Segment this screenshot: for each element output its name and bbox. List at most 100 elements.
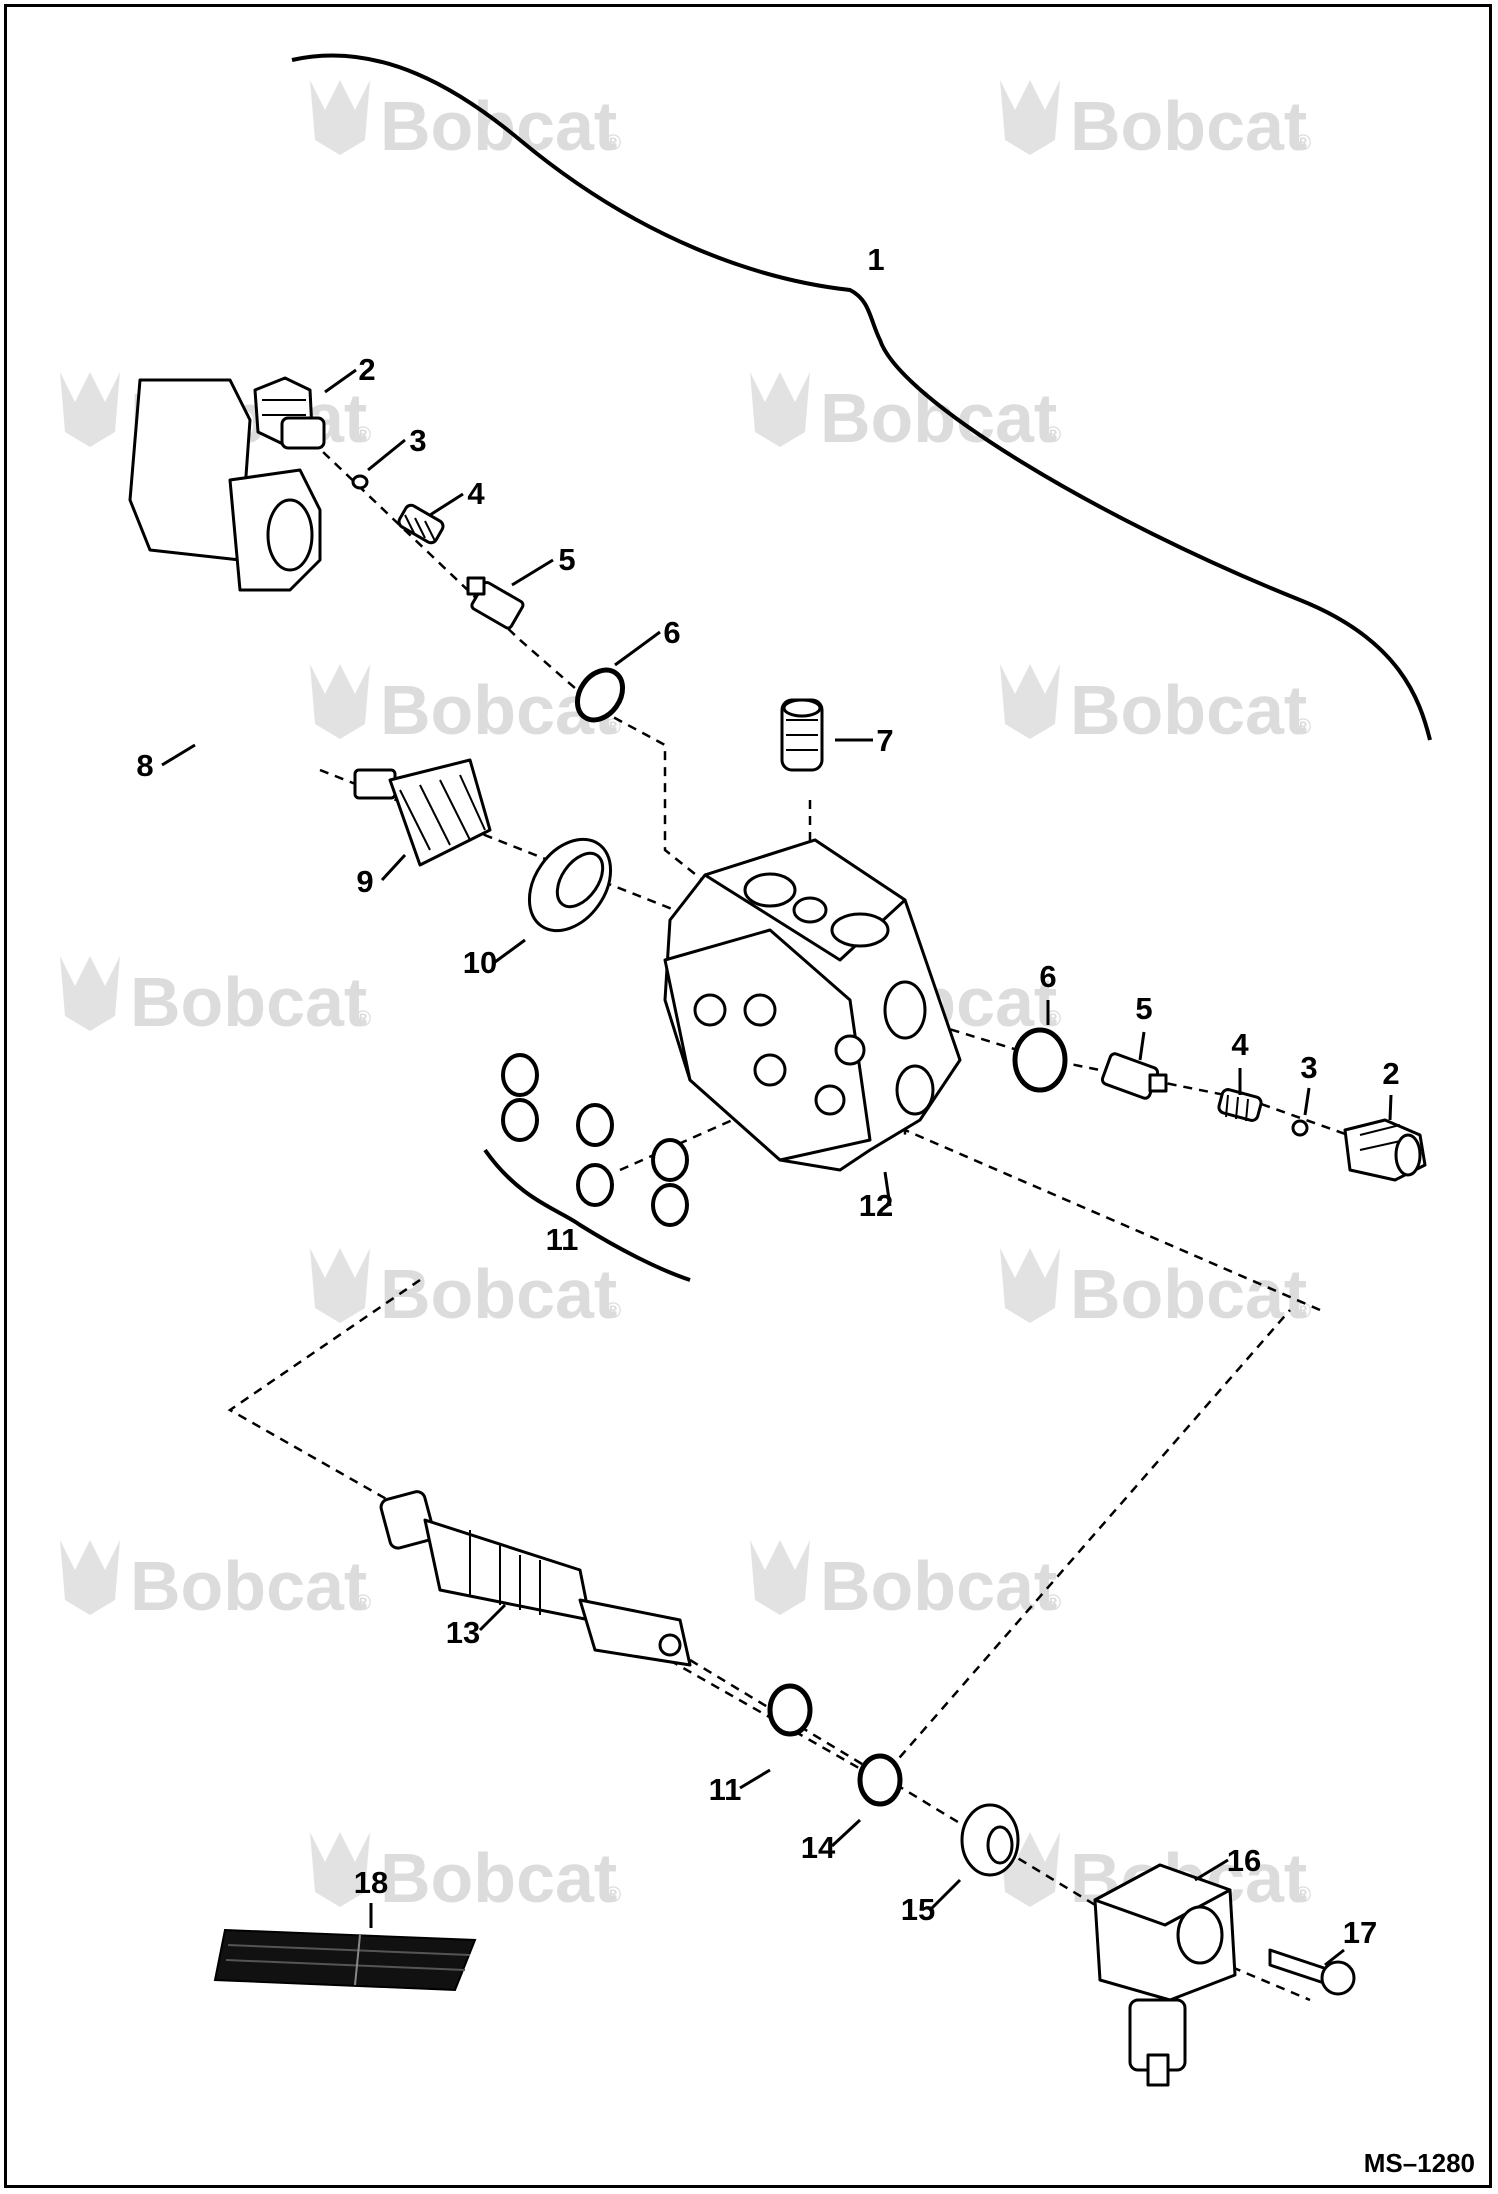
- callout-6: 6: [663, 615, 680, 650]
- callout-9: 9: [356, 864, 373, 899]
- callout-leader-line: [930, 1878, 962, 1910]
- callout-leader-line: [429, 492, 464, 517]
- watermark-tile: Bobcat®: [310, 80, 621, 165]
- drawing-number: MS–1280: [1364, 2148, 1475, 2178]
- callout-leader-line: [380, 853, 407, 882]
- part-washer: [960, 1803, 1020, 1877]
- callout-leader-line: [494, 938, 526, 964]
- part-plug-right: [1343, 1118, 1427, 1182]
- callout-leader-line: [830, 1818, 862, 1848]
- part-check-valve-right: [1100, 1052, 1168, 1100]
- svg-text:Bobcat: Bobcat: [130, 1547, 367, 1625]
- svg-text:®: ®: [605, 1298, 621, 1323]
- callout-leader-line: [478, 1603, 507, 1632]
- callout-leader-line: [883, 1171, 892, 1207]
- watermark-tile: Bobcat®: [750, 372, 1061, 457]
- part-decal: [213, 1928, 477, 1992]
- callout-leader-line: [1138, 1031, 1146, 1061]
- part-spring-assembly: [353, 758, 492, 867]
- part-seal-spool: [857, 1753, 903, 1807]
- svg-text:®: ®: [1045, 422, 1061, 447]
- part-plug-left: [253, 376, 326, 450]
- part-spring-left: [397, 503, 445, 545]
- watermark-tile: Bobcat®: [1000, 80, 1311, 165]
- callout-4: 4: [467, 476, 485, 511]
- part-spool: [379, 1490, 692, 1667]
- callout-leader-line: [324, 368, 357, 394]
- part-relief-valve: [780, 698, 824, 772]
- callout-1: 1: [867, 242, 884, 277]
- svg-text:Bobcat: Bobcat: [820, 379, 1057, 457]
- watermark-tile: Bobcat®: [310, 1832, 621, 1917]
- callout-leader-line: [367, 438, 406, 472]
- callout-5: 5: [558, 542, 575, 577]
- callout-leader-line: [511, 558, 554, 587]
- part-check-valve-left: [466, 576, 525, 630]
- alignment-lines: [227, 429, 1391, 2002]
- callout-leader-line: [1388, 1094, 1393, 1121]
- callout-13: 13: [446, 1615, 480, 1650]
- part-oring-left: [574, 667, 626, 723]
- callout-3b: 3: [1300, 1050, 1317, 1085]
- callout-7: 7: [876, 723, 893, 758]
- callout-4b: 4: [1231, 1027, 1249, 1062]
- callout-3: 3: [409, 423, 426, 458]
- svg-text:®: ®: [605, 1882, 621, 1907]
- svg-text:Bobcat: Bobcat: [380, 87, 617, 165]
- svg-text:®: ®: [1295, 714, 1311, 739]
- part-oring-small-left: [351, 474, 369, 490]
- svg-text:Bobcat: Bobcat: [380, 1839, 617, 1917]
- watermark-tile: Bobcat®: [1000, 664, 1311, 749]
- watermark-tile: Bobcat®: [750, 1540, 1061, 1625]
- part-bolt: [1268, 1948, 1356, 1996]
- part-oring-right: [1012, 1027, 1068, 1093]
- svg-text:®: ®: [355, 1006, 371, 1031]
- svg-text:®: ®: [1045, 1590, 1061, 1615]
- part-seal-washer: [527, 837, 613, 933]
- watermark-tile: Bobcat®: [310, 1248, 621, 1333]
- svg-text:®: ®: [355, 1590, 371, 1615]
- watermark-tile: Bobcat®: [60, 1540, 371, 1625]
- callout-2b: 2: [1382, 1056, 1399, 1091]
- svg-text:Bobcat: Bobcat: [1070, 671, 1307, 749]
- part-end-cap: [1093, 1863, 1237, 2087]
- watermark-tile: Bobcat®: [1000, 1248, 1311, 1333]
- svg-text:Bobcat: Bobcat: [820, 1547, 1057, 1625]
- callout-leader-line: [739, 1768, 771, 1790]
- part-spool-cap: [128, 378, 322, 592]
- callout-leader-line: [1303, 1087, 1311, 1116]
- callout-leader-line: [614, 630, 661, 667]
- callout-leaders: [161, 368, 1393, 1967]
- callout-6b: 6: [1039, 959, 1056, 994]
- watermark-tile: Bobcat®: [60, 956, 371, 1041]
- svg-text:®: ®: [605, 130, 621, 155]
- svg-text:®: ®: [1295, 1882, 1311, 1907]
- callout-11c: 11: [709, 1772, 742, 1807]
- part-oring-spool: [767, 1683, 813, 1737]
- svg-text:®: ®: [1295, 1298, 1311, 1323]
- callout-12: 12: [859, 1188, 893, 1223]
- callout-16: 16: [1227, 1843, 1261, 1878]
- svg-text:Bobcat: Bobcat: [130, 963, 367, 1041]
- callout-17: 17: [1343, 1915, 1377, 1950]
- part-spring-right: [1217, 1088, 1263, 1122]
- watermark-tile: Bobcat®: [310, 664, 621, 749]
- callout-10: 10: [463, 945, 497, 980]
- callout-leader-line: [1324, 1948, 1345, 1967]
- part-oring-kit: [483, 1053, 691, 1282]
- svg-text:Bobcat: Bobcat: [1070, 87, 1307, 165]
- callout-14: 14: [801, 1830, 836, 1865]
- callout-11: 11: [546, 1222, 579, 1257]
- svg-text:®: ®: [1295, 130, 1311, 155]
- callout-5b: 5: [1135, 991, 1152, 1026]
- callout-leader-line: [1194, 1858, 1229, 1882]
- svg-text:®: ®: [355, 422, 371, 447]
- svg-text:Bobcat: Bobcat: [1070, 1255, 1307, 1333]
- callout-15: 15: [901, 1892, 935, 1927]
- valve-section-brace: [291, 53, 1432, 741]
- callout-labels: 1 2 3 4 5 6 7 8 9 10 11 12 6 5 4 3 2 11 …: [136, 242, 1399, 1950]
- callout-2: 2: [358, 352, 375, 387]
- callout-18: 18: [354, 1865, 388, 1900]
- callout-8: 8: [136, 748, 153, 783]
- callout-leader-line: [161, 743, 196, 767]
